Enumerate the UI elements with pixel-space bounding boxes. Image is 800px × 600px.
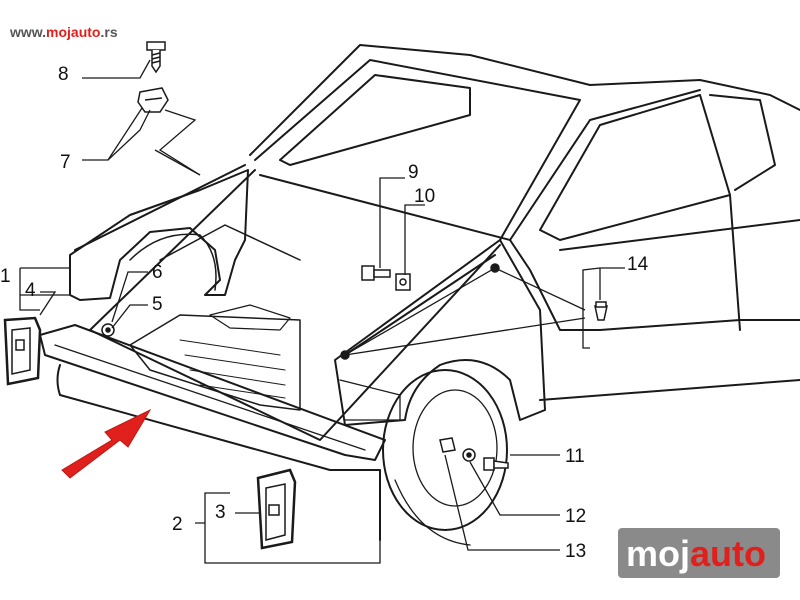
callout-6: 6 [152,262,163,283]
bolt-9-icon [361,265,391,281]
callout-4: 4 [25,280,36,301]
washer-12-icon [462,448,476,462]
leader-lines [19,59,625,564]
car-body [39,44,800,546]
bumper-groove [54,344,366,451]
mojauto-logo: mojauto [618,528,780,578]
headlight-corner [339,379,401,421]
front-wheel [382,369,508,531]
bracket-3-icon [256,468,297,550]
callout-7: 7 [60,152,71,173]
callout-12: 12 [565,506,586,527]
washer-6-icon [101,323,115,337]
leader-6 [111,271,148,323]
clip-7-icon [137,87,169,113]
leader-8 [82,59,151,79]
valance-edge [56,364,61,396]
front-bumper [39,324,386,461]
rear-door-window [709,94,776,191]
callout-1: 1 [0,266,11,287]
leader-7b [107,109,151,161]
leader-5 [111,304,148,329]
callout-5: 5 [152,294,163,315]
callout-11: 11 [565,446,585,467]
front-door-window [539,94,731,241]
callout-13: 13 [565,541,586,562]
windshield-left [279,74,471,166]
red-pointer-arrow-icon [61,408,152,479]
engine-detail [209,304,291,331]
leader-9 [379,177,405,268]
body-crease [559,219,800,251]
leader-4 [39,291,57,316]
leader-12 [469,461,560,516]
logo-text: mojauto [626,533,766,574]
callout-2: 2 [172,514,183,535]
leader-14 [582,267,625,349]
left-wheel-arch [129,233,217,291]
roof-line [249,44,800,156]
leader-13 [444,454,560,551]
nut-13-icon [439,437,456,453]
leader-14c [344,317,586,356]
fastener-14-icon [594,301,608,321]
leader-1 [19,267,70,311]
lower-valance [59,394,381,541]
left-fender-top-edge [74,164,246,251]
leader-2 [195,492,381,564]
callout-9: 9 [408,162,419,183]
callout-3: 3 [215,502,226,523]
nut-10-icon [395,273,411,291]
right-fender [334,239,546,426]
hood-crease [159,224,301,261]
windshield-base [259,89,701,241]
windshield-frame [254,59,581,241]
tire-arc [394,479,471,546]
callout-8: 8 [58,64,69,85]
door-bottom-line [509,239,800,331]
callout-10: 10 [414,186,435,207]
rocker-panel [539,379,800,401]
grille-area [129,314,301,411]
leader-7d [154,149,201,176]
wheel-hub [412,389,498,507]
website-url: www.mojauto.rs [9,24,118,40]
small-parts [3,41,608,550]
left-fender [69,169,249,301]
callout-labels: 8 7 9 10 1 4 6 5 14 11 12 13 2 3 [0,64,649,562]
leader-7a [82,107,143,161]
hood-outline [89,169,501,441]
door-gap [729,194,741,331]
bracket-4-icon [3,316,42,386]
grille-slats [179,339,286,399]
callout-14: 14 [627,254,649,275]
leader-10 [404,204,425,275]
screw-8-icon [146,41,166,74]
leader-14b [344,267,586,356]
leader-7c [158,109,201,176]
right-fender-top-edge [344,254,496,356]
logo-background [618,528,780,578]
bolt-11-icon [483,457,509,471]
